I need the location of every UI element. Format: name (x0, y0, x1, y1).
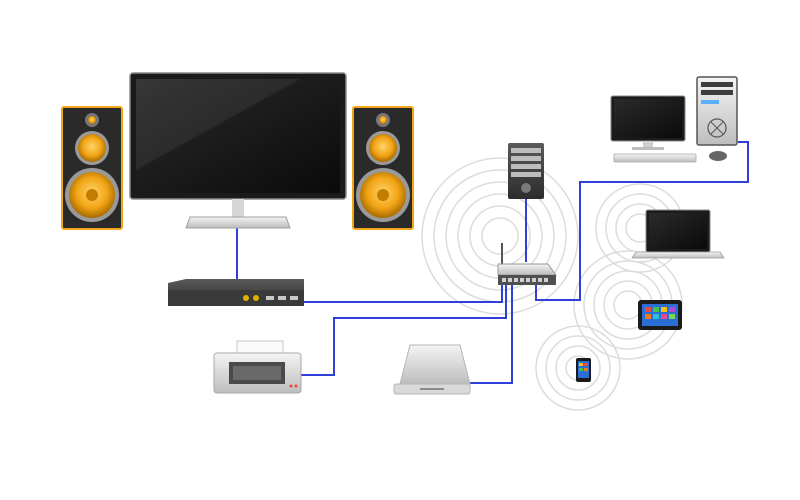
smartphone (576, 358, 591, 382)
router-wifi-rings (421, 157, 579, 315)
desktop-computer (610, 76, 738, 163)
printer (213, 340, 302, 394)
tablet (638, 300, 682, 330)
external-drive (393, 344, 471, 395)
media-box (168, 279, 304, 306)
flat-screen-tv (129, 72, 347, 229)
mouse-icon (709, 151, 727, 161)
right-speaker (352, 106, 414, 230)
cable-storage-to-router (470, 285, 513, 384)
server-tower (508, 143, 544, 199)
laptop (631, 209, 725, 259)
left-speaker (61, 106, 123, 230)
cable-media-box-to-router (304, 285, 503, 303)
cable-printer-to-router (301, 285, 507, 376)
wifi-router (497, 243, 557, 285)
cable-desktop-to-router (535, 141, 749, 301)
phone-wifi-rings (535, 325, 621, 411)
network-cables (236, 141, 749, 384)
pc-tower (696, 76, 738, 146)
